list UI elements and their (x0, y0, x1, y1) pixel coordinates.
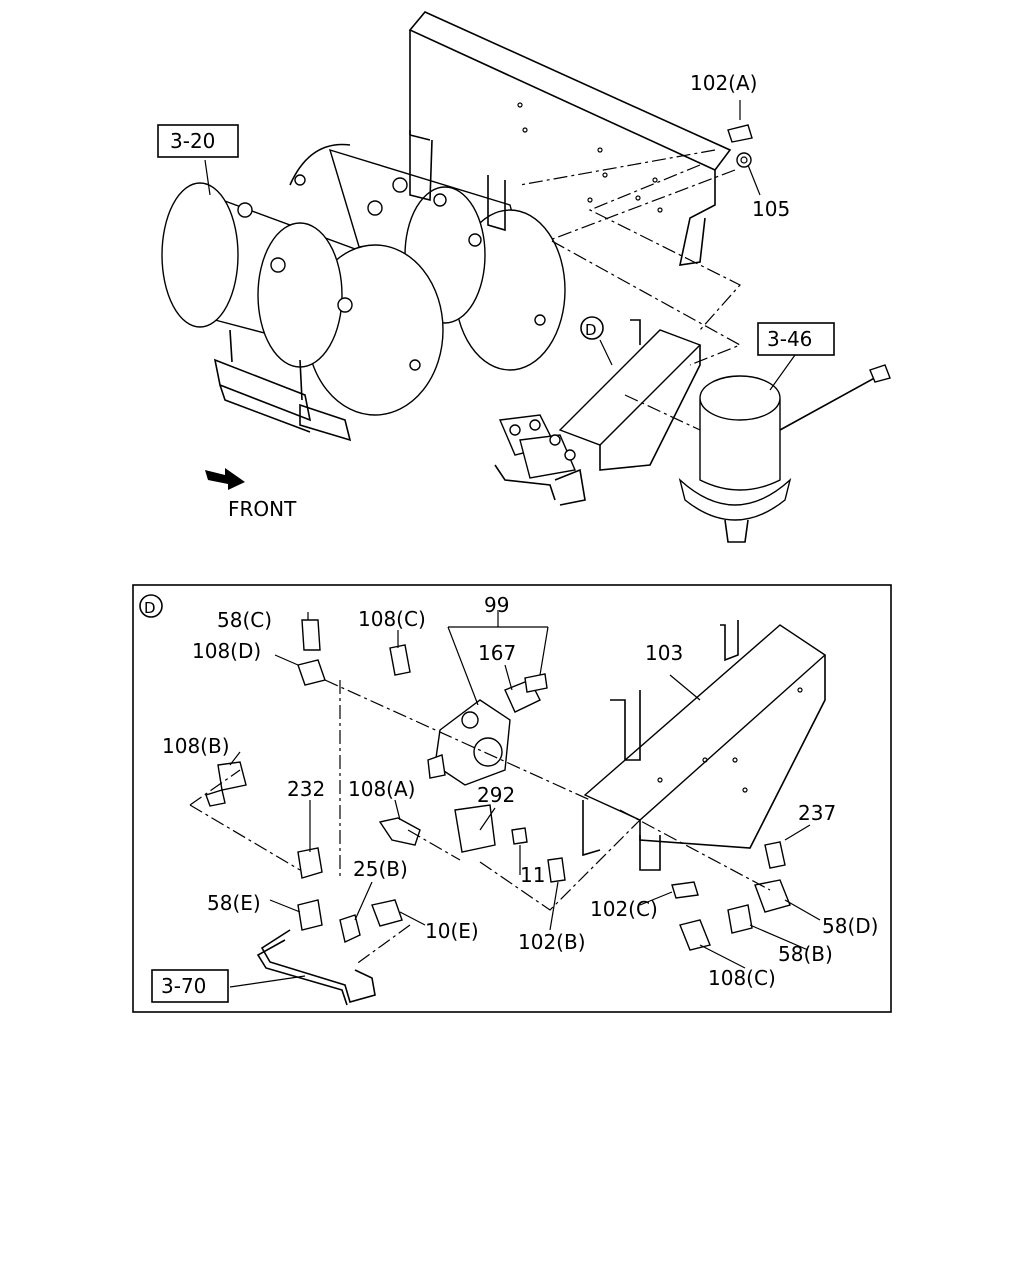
callout-292: 292 (477, 783, 515, 807)
air-tank-rear (289, 143, 566, 371)
callout-232: 232 (287, 777, 325, 801)
callout-103: 103 (645, 641, 683, 665)
ref-box-3-46: 3-46 (757, 322, 835, 356)
callout-237: 237 (798, 801, 836, 825)
tank-brackets (213, 130, 506, 442)
detail-bracket-103 (582, 620, 827, 871)
front-label: FRONT (228, 497, 297, 521)
callout-108a: 108(A) (348, 777, 415, 801)
callout-167: 167 (478, 641, 516, 665)
callout-58b: 58(B) (778, 942, 833, 966)
detail-marker-top-label: D (585, 321, 597, 339)
callout-99: 99 (484, 593, 509, 617)
callout-10e: 10(E) (425, 919, 479, 943)
ref-box-3-20: 3-20 (157, 124, 239, 158)
callout-25b: 25(B) (353, 857, 408, 881)
callout-102a: 102(A) (690, 71, 757, 95)
detail-badge: D (139, 594, 163, 618)
callout-11: 11 (520, 863, 545, 887)
callout-108d: 108(D) (192, 639, 261, 663)
callout-102b: 102(B) (518, 930, 586, 954)
callout-58e: 58(E) (207, 891, 261, 915)
frame-rail (408, 11, 732, 266)
top-leaders (204, 100, 796, 431)
ref-3-20-label: 3-20 (170, 129, 215, 153)
detail-leaders (189, 610, 821, 988)
detail-pipe-3-70 (256, 929, 376, 1006)
callout-105: 105 (752, 197, 790, 221)
ref-box-3-70: 3-70 (151, 969, 229, 1003)
callout-108c-top: 108(C) (358, 607, 426, 631)
callout-108b: 108(B) (162, 734, 230, 758)
detail-frame (132, 584, 892, 1013)
detail-valve-99 (427, 679, 541, 786)
ref-3-46-label: 3-46 (767, 327, 812, 351)
valve-bracket-assembly (494, 319, 702, 506)
callout-58c: 58(C) (217, 608, 272, 632)
front-arrow: FRONT (205, 468, 297, 521)
callout-108c-bottom: 108(C) (708, 966, 776, 990)
detail-fittings (205, 619, 791, 951)
air-tank-front (161, 182, 444, 416)
callout-58d: 58(D) (822, 914, 878, 938)
air-dryer (678, 364, 891, 543)
callout-102c: 102(C) (590, 897, 658, 921)
ref-3-70-label: 3-70 (161, 974, 206, 998)
detail-marker-top: D (580, 316, 604, 340)
detail-badge-label: D (144, 599, 156, 617)
